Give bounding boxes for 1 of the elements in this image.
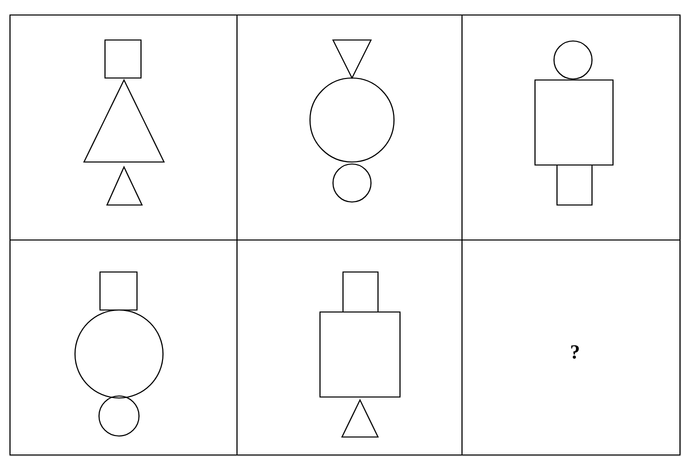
question-mark: ? (571, 345, 579, 359)
